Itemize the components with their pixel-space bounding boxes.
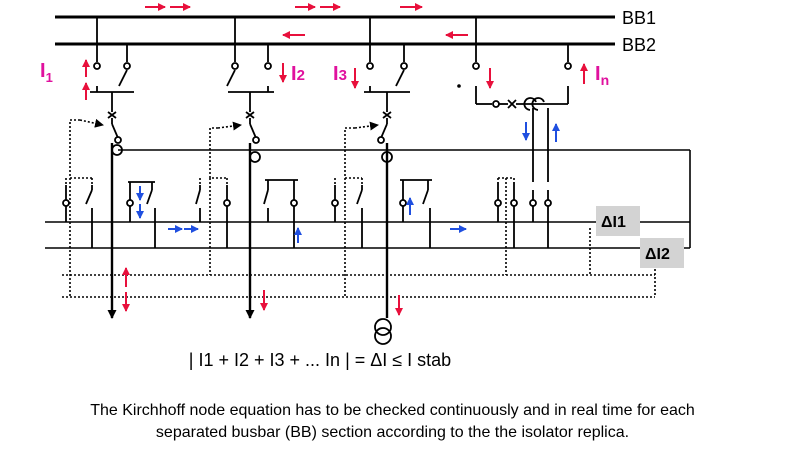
feeder-1-replica-dots xyxy=(65,119,93,297)
feeder-1 xyxy=(62,17,156,319)
feeder-n xyxy=(472,17,572,248)
zone-label-delta-i2: ΔI2 xyxy=(645,246,670,263)
bb2-label: BB2 xyxy=(622,35,656,55)
busbar-protection-diagram: BB1 BB2 ΔI1 ΔI2 xyxy=(40,3,691,345)
measuring-current-arrows xyxy=(136,122,560,243)
busbar-current-arrows xyxy=(145,3,468,39)
isolator-replica-lines xyxy=(62,228,656,298)
feeder-current-arrows xyxy=(82,59,588,316)
zone-lines xyxy=(45,149,691,249)
caption: The Kirchhoff node equation has to be ch… xyxy=(0,400,785,444)
feeder-label-in: In xyxy=(595,63,609,88)
caption-line-1: The Kirchhoff node equation has to be ch… xyxy=(90,402,695,419)
feeder-3-replica-dots xyxy=(334,127,363,297)
feeder-1-replica-arrow xyxy=(79,118,104,128)
feeder-2-replica-dots xyxy=(199,127,228,275)
feeder-3 xyxy=(331,17,432,345)
feeder-label-i1: I1 xyxy=(40,60,53,85)
bb1-label: BB1 xyxy=(622,8,656,28)
zone-label-delta-i1: ΔI1 xyxy=(601,214,626,231)
feeder-label-i2: I2 xyxy=(291,63,305,85)
feeder-2-replica-arrow xyxy=(217,121,242,131)
feeder-label-i3: I3 xyxy=(333,63,347,85)
kirchhoff-equation: | I1 + I2 + I3 + ... In | = ΔI ≤ I stab xyxy=(188,350,452,370)
zone-box-delta-i2 xyxy=(640,238,684,268)
feeder-3-replica-arrow xyxy=(354,121,379,131)
feeder-n-dot xyxy=(457,84,461,88)
zone-box-delta-i1 xyxy=(596,206,640,236)
feeder-n-replica-dots xyxy=(497,177,515,275)
caption-line-2: separated busbar (BB) section according … xyxy=(155,424,630,441)
feeder-2 xyxy=(195,17,298,319)
